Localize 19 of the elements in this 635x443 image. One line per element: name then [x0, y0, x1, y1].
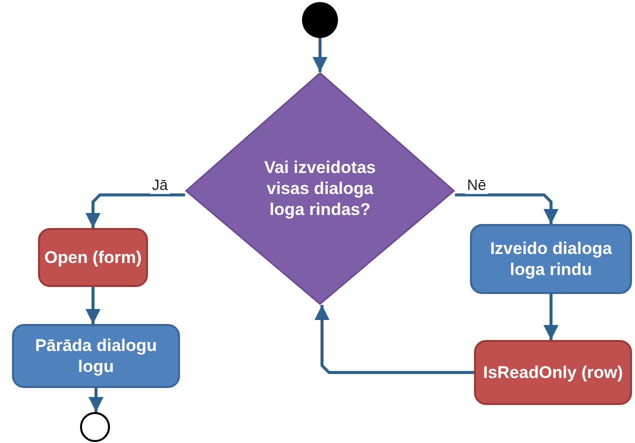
arrow: [544, 294, 558, 340]
process-box: [470, 224, 632, 294]
node-text: Pārāda dialogu logu: [34, 335, 158, 377]
arrow: [86, 193, 185, 228]
node-text: IsReadOnly (row): [483, 362, 623, 383]
arrow: [312, 38, 328, 72]
process-box: [12, 324, 180, 388]
action-box: [474, 340, 632, 405]
action-box: [38, 228, 148, 287]
node-text: Izveido dialoga loga rindu: [489, 238, 613, 280]
arrow: [455, 193, 558, 224]
edge-label: Nē: [465, 177, 488, 194]
node-text: Vai izveidotas visas dialoga loga rindas?: [263, 157, 377, 220]
arrow: [88, 388, 104, 412]
node-text: Open (form): [44, 247, 142, 268]
decision-diamond: [185, 72, 455, 305]
arrow: [314, 305, 474, 374]
arrow: [86, 287, 100, 324]
edge-label: Jā: [150, 177, 170, 194]
